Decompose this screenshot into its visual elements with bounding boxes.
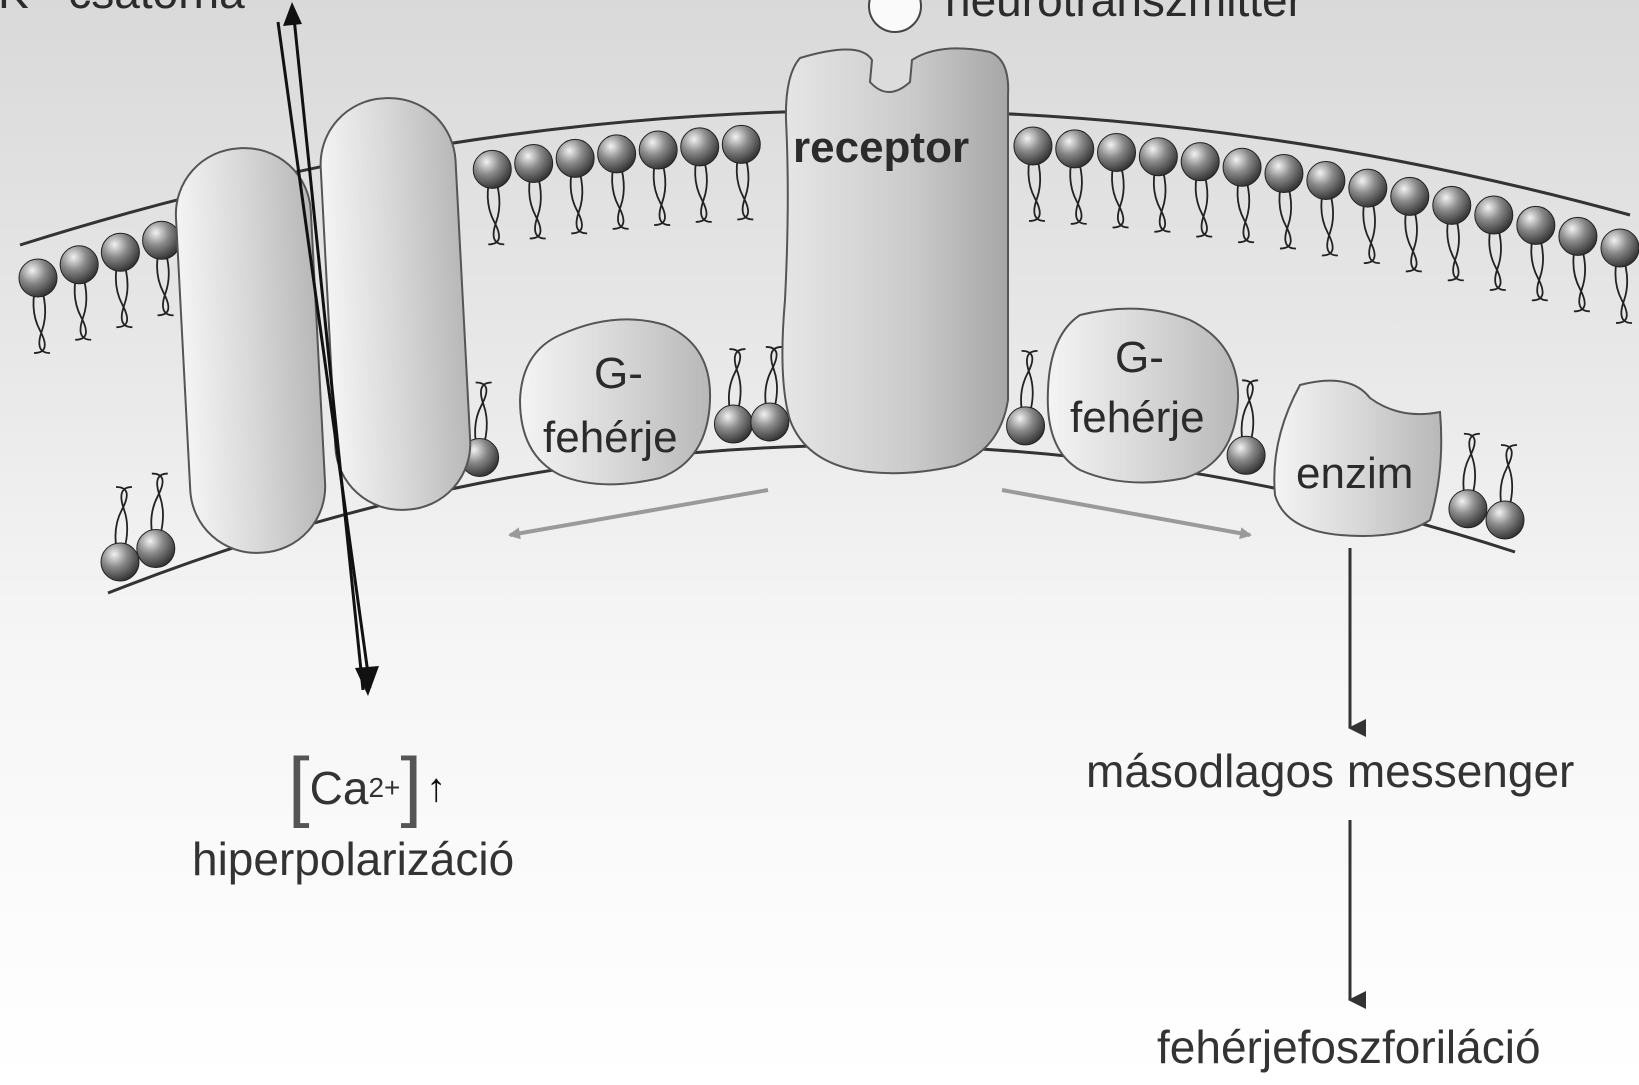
- outer-lipid: [143, 221, 181, 315]
- outer-lipid: [681, 128, 719, 222]
- outer-lipid: [473, 150, 511, 244]
- ion-channel-left-subunit: [173, 145, 329, 557]
- ion-channel-right-subunit: [317, 95, 473, 514]
- inner-lipid: [1007, 351, 1045, 445]
- g-protein-right-label-line1: G-: [1115, 333, 1164, 382]
- outer-lipid: [722, 125, 760, 219]
- inner-lipid: [1449, 434, 1487, 528]
- neurotransmitter-icon: [869, 0, 921, 32]
- inner-lipid: [101, 487, 139, 581]
- outer-lipid: [1307, 161, 1345, 255]
- inner-lipid: [1486, 445, 1524, 539]
- top-left-channel-label: K⁺-csatorna: [0, 0, 245, 18]
- outer-lipid: [60, 246, 98, 340]
- outer-lipid: [1265, 155, 1303, 249]
- outer-lipid: [1475, 196, 1513, 290]
- enzyme-label: enzim: [1296, 449, 1413, 498]
- outer-lipid: [556, 139, 594, 233]
- outer-lipid: [1014, 127, 1052, 221]
- activation-arrow-right: [1002, 490, 1250, 535]
- outer-lipid: [1517, 206, 1555, 300]
- outer-lipid: [1349, 169, 1387, 263]
- outer-lipid: [1098, 133, 1136, 227]
- bracket-close: ]: [400, 746, 422, 824]
- calcium-charge: 2+: [368, 774, 400, 802]
- outer-lipid: [639, 131, 677, 225]
- second-messenger-label: másodlagos messenger: [1086, 748, 1574, 794]
- bracket-open: [: [288, 746, 310, 824]
- inner-lipid: [714, 349, 752, 443]
- g-protein-right-label-line2: fehérje: [1070, 393, 1205, 442]
- outer-lipid: [1223, 148, 1261, 242]
- calcium-symbol: Ca: [310, 765, 369, 811]
- outer-lipid: [1139, 138, 1177, 232]
- receptor-label: receptor: [793, 123, 969, 172]
- outer-lipid: [598, 135, 636, 229]
- inner-lipid: [137, 474, 175, 568]
- g-protein-left-label-line2: fehérje: [543, 413, 678, 462]
- protein-phosphorylation-label: fehérjefoszforiláció: [1157, 1024, 1541, 1070]
- outer-lipid: [1559, 217, 1597, 311]
- g-protein-left-label-line1: G-: [594, 349, 643, 398]
- arrow-up-icon: ↑: [426, 768, 446, 808]
- neurotransmitter-label: neurotranszmitter: [945, 0, 1303, 26]
- outer-lipid: [1601, 229, 1639, 323]
- outer-lipid: [1391, 177, 1429, 271]
- outer-lipid: [1181, 143, 1219, 237]
- activation-arrow-left: [510, 490, 768, 535]
- outer-lipid: [1433, 186, 1471, 280]
- receptor-protein: [782, 48, 1008, 473]
- outer-lipid: [101, 233, 139, 327]
- outer-lipid: [19, 259, 57, 353]
- outer-lipid: [1056, 130, 1094, 224]
- outer-lipid: [515, 145, 553, 239]
- hyperpolarization-label: hiperpolarizáció: [192, 836, 514, 882]
- channel-arrow-down-head: [355, 666, 379, 696]
